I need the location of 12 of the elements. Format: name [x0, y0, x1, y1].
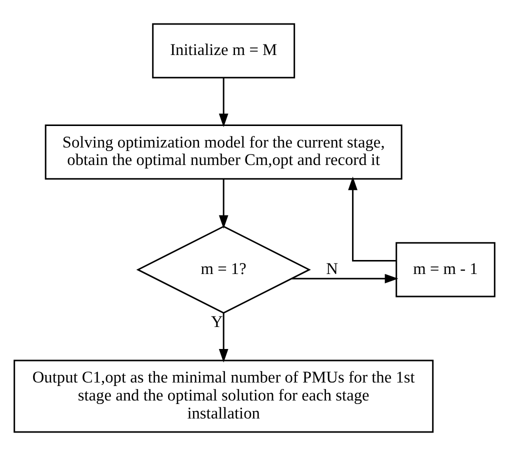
- edge-label: N: [326, 258, 338, 278]
- node-box: Solving optimization model for the current stage, obtain the optimal number Cm,opt and record it: [44, 124, 402, 180]
- arrow: [292, 273, 398, 283]
- node-box: Initialize m = M: [152, 22, 296, 78]
- node-box: m = m - 1: [396, 242, 496, 297]
- node-box: Output C1,opt as the minimal number of PMUs for the 1st stage and the optimal solution for each stage installation: [14, 359, 434, 432]
- edge-label: Y: [210, 311, 223, 330]
- arrow: [348, 176, 396, 261]
- node-diamond: m = 1?: [136, 225, 311, 314]
- arrow: [218, 77, 228, 127]
- arrow: [218, 178, 228, 228]
- arrow: [218, 312, 228, 362]
